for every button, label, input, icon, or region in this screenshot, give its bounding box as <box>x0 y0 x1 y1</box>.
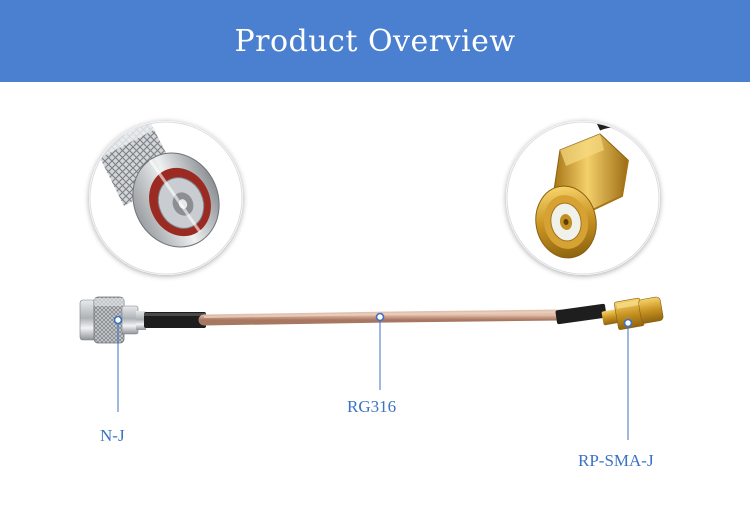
label-n-j: N-J <box>100 426 125 445</box>
callout-dot <box>375 312 385 322</box>
n-connector <box>79 296 146 344</box>
callout-dot <box>623 318 633 328</box>
sma-connector <box>601 296 664 330</box>
heat-shrink-right <box>555 303 607 325</box>
callout-cable <box>375 312 385 390</box>
callout-sma-connector <box>623 318 633 440</box>
label-rg316: RG316 <box>347 397 397 416</box>
label-rp-sma-j: RP-SMA-J <box>578 451 654 470</box>
sma-connector-closeup-icon <box>506 121 660 275</box>
callout-dot <box>113 315 123 325</box>
callout-n-connector <box>113 315 123 412</box>
header-banner: Product Overview <box>0 0 750 82</box>
page-title: Product Overview <box>234 24 516 59</box>
cable-assembly <box>79 296 664 344</box>
n-connector-closeup-icon <box>89 121 243 275</box>
